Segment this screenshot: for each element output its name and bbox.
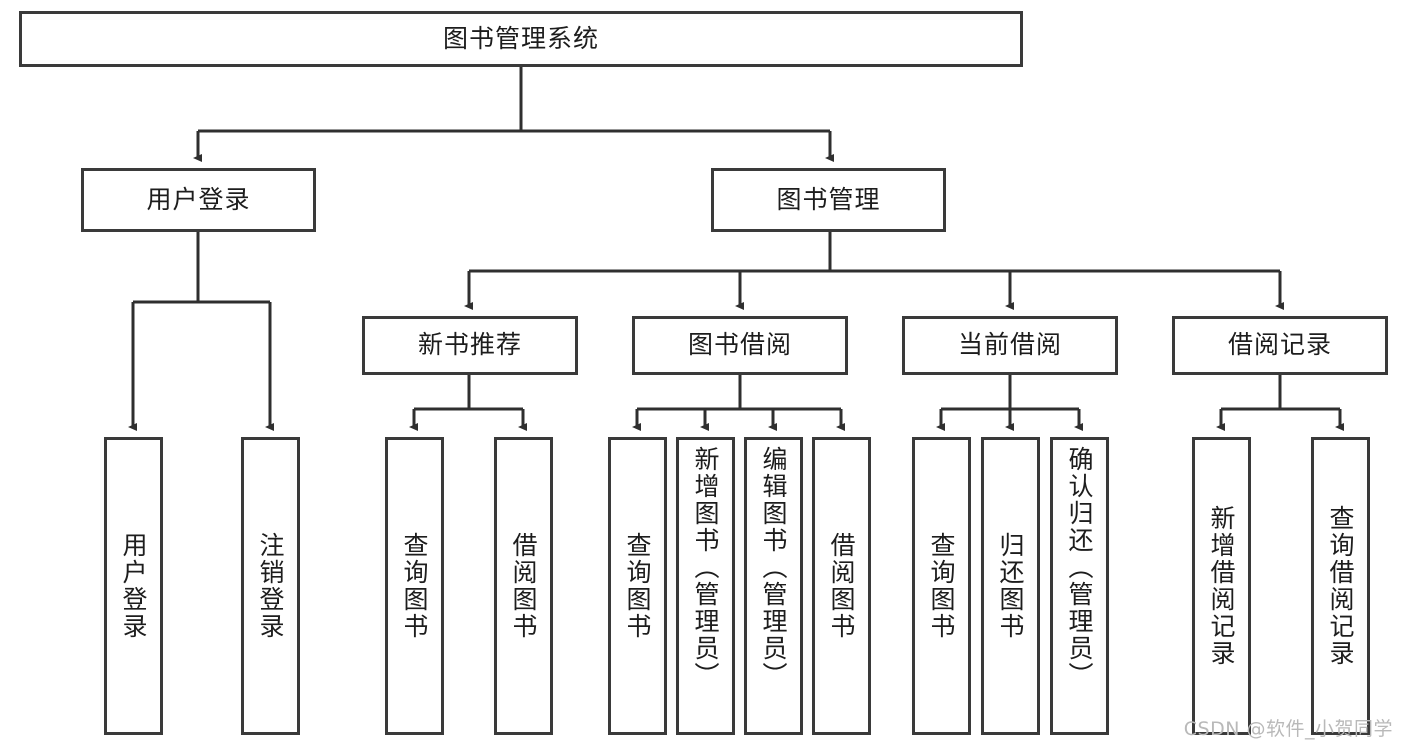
node-book-management[interactable]: 图书管理 bbox=[711, 168, 946, 232]
node-new-book-recommend[interactable]: 新书推荐 bbox=[362, 316, 578, 375]
leaf-edit-book-label: 编辑图书（管理员） bbox=[759, 446, 788, 689]
node-root[interactable]: 图书管理系统 bbox=[19, 11, 1023, 67]
leaf-add-book-label: 新增图书（管理员） bbox=[691, 446, 720, 689]
leaf-user-login[interactable]: 用户登录 bbox=[104, 437, 163, 735]
node-current-borrow[interactable]: 当前借阅 bbox=[902, 316, 1118, 375]
leaf-return-book-label: 归还图书 bbox=[996, 532, 1025, 640]
node-root-label: 图书管理系统 bbox=[442, 23, 599, 53]
leaf-user-logout[interactable]: 注销登录 bbox=[241, 437, 300, 735]
node-current-borrow-label: 当前借阅 bbox=[957, 330, 1062, 360]
watermark-text: CSDN @软件_小贺同学 bbox=[1183, 718, 1393, 740]
leaf-add-record[interactable]: 新增借阅记录 bbox=[1192, 437, 1251, 735]
node-book-management-label: 图书管理 bbox=[776, 184, 881, 214]
leaf-return-book[interactable]: 归还图书 bbox=[981, 437, 1040, 735]
leaf-edit-book[interactable]: 编辑图书（管理员） bbox=[744, 437, 803, 735]
leaf-borrow-book-2[interactable]: 借阅图书 bbox=[812, 437, 871, 735]
node-borrow-record-label: 借阅记录 bbox=[1227, 330, 1332, 360]
leaf-query-record-label: 查询借阅记录 bbox=[1326, 505, 1355, 667]
node-book-borrow[interactable]: 图书借阅 bbox=[632, 316, 848, 375]
leaf-query-book-1[interactable]: 查询图书 bbox=[385, 437, 444, 735]
node-user-login[interactable]: 用户登录 bbox=[81, 168, 316, 232]
leaf-query-book-2[interactable]: 查询图书 bbox=[608, 437, 667, 735]
leaf-user-logout-label: 注销登录 bbox=[256, 532, 285, 640]
leaf-add-record-label: 新增借阅记录 bbox=[1207, 505, 1236, 667]
leaf-borrow-book-1[interactable]: 借阅图书 bbox=[494, 437, 553, 735]
leaf-query-book-2-label: 查询图书 bbox=[623, 532, 652, 640]
leaf-confirm-return-label: 确认归还（管理员） bbox=[1065, 446, 1094, 689]
node-book-borrow-label: 图书借阅 bbox=[687, 330, 792, 360]
leaf-query-book-3-label: 查询图书 bbox=[927, 532, 956, 640]
node-borrow-record[interactable]: 借阅记录 bbox=[1172, 316, 1388, 375]
leaf-query-book-1-label: 查询图书 bbox=[400, 532, 429, 640]
leaf-borrow-book-1-label: 借阅图书 bbox=[509, 532, 538, 640]
leaf-query-record[interactable]: 查询借阅记录 bbox=[1311, 437, 1370, 735]
leaf-user-login-label: 用户登录 bbox=[119, 532, 148, 640]
node-new-book-recommend-label: 新书推荐 bbox=[417, 330, 522, 360]
node-user-login-label: 用户登录 bbox=[146, 184, 251, 214]
leaf-borrow-book-2-label: 借阅图书 bbox=[827, 532, 856, 640]
leaf-add-book[interactable]: 新增图书（管理员） bbox=[676, 437, 735, 735]
leaf-query-book-3[interactable]: 查询图书 bbox=[912, 437, 971, 735]
leaf-confirm-return[interactable]: 确认归还（管理员） bbox=[1050, 437, 1109, 735]
